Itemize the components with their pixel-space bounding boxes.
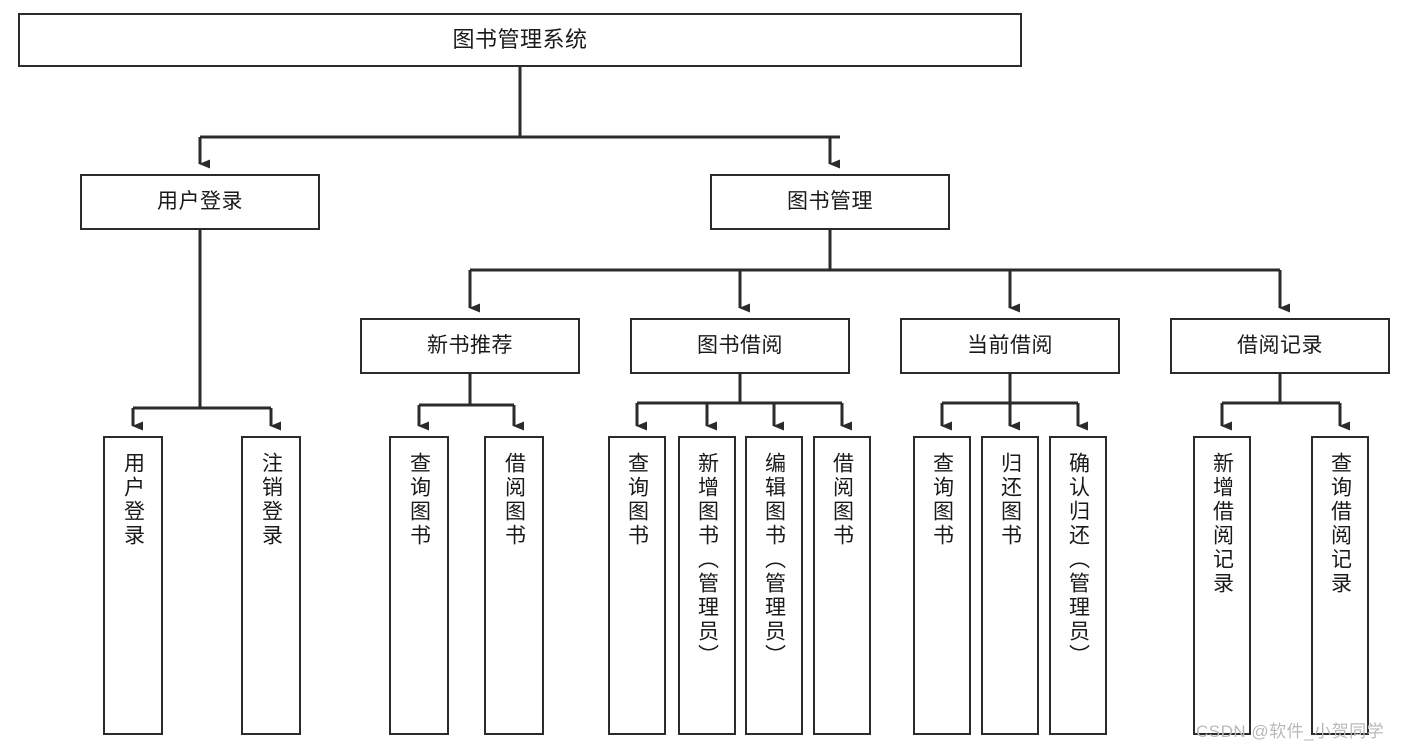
node-leaf-add-book-admin[interactable]: 新增图书（管理员） bbox=[678, 436, 736, 735]
node-user-login-label: 用户登录 bbox=[157, 189, 243, 213]
node-borrow-record[interactable]: 借阅记录 bbox=[1170, 318, 1390, 374]
node-leaf-user-logout[interactable]: 注销登录 bbox=[241, 436, 301, 735]
node-leaf-return-book-label: 归还图书 bbox=[998, 452, 1022, 548]
node-root-label: 图书管理系统 bbox=[452, 27, 588, 53]
node-leaf-user-login-label: 用户登录 bbox=[121, 452, 145, 548]
node-new-book-recommend-label: 新书推荐 bbox=[427, 333, 513, 357]
watermark: CSDN @软件_小贺同学 bbox=[1196, 722, 1385, 741]
node-book-borrow-label: 图书借阅 bbox=[697, 333, 783, 357]
node-leaf-add-borrow-record[interactable]: 新增借阅记录 bbox=[1193, 436, 1251, 735]
node-leaf-query-borrow-record[interactable]: 查询借阅记录 bbox=[1311, 436, 1369, 735]
node-leaf-query-book-2[interactable]: 查询图书 bbox=[608, 436, 666, 735]
node-leaf-edit-book-admin[interactable]: 编辑图书（管理员） bbox=[745, 436, 803, 735]
node-leaf-borrow-book-2-label: 借阅图书 bbox=[830, 452, 854, 548]
node-current-borrow[interactable]: 当前借阅 bbox=[900, 318, 1120, 374]
node-current-borrow-label: 当前借阅 bbox=[967, 333, 1053, 357]
node-new-book-recommend[interactable]: 新书推荐 bbox=[360, 318, 580, 374]
node-book-borrow[interactable]: 图书借阅 bbox=[630, 318, 850, 374]
node-leaf-return-book[interactable]: 归还图书 bbox=[981, 436, 1039, 735]
node-leaf-confirm-return-admin-label: 确认归还（管理员） bbox=[1066, 452, 1090, 668]
node-leaf-borrow-book-1-label: 借阅图书 bbox=[502, 452, 526, 548]
node-leaf-add-book-admin-label: 新增图书（管理员） bbox=[695, 452, 719, 668]
node-leaf-query-book-3-label: 查询图书 bbox=[930, 452, 954, 548]
node-leaf-user-login[interactable]: 用户登录 bbox=[103, 436, 163, 735]
node-leaf-query-book-1[interactable]: 查询图书 bbox=[389, 436, 449, 735]
node-leaf-add-borrow-record-label: 新增借阅记录 bbox=[1210, 452, 1234, 596]
node-borrow-record-label: 借阅记录 bbox=[1237, 333, 1323, 357]
node-leaf-query-book-2-label: 查询图书 bbox=[625, 452, 649, 548]
node-user-login[interactable]: 用户登录 bbox=[80, 174, 320, 230]
node-leaf-query-book-3[interactable]: 查询图书 bbox=[913, 436, 971, 735]
node-leaf-user-logout-label: 注销登录 bbox=[259, 452, 283, 548]
node-leaf-query-book-1-label: 查询图书 bbox=[407, 452, 431, 548]
node-leaf-borrow-book-2[interactable]: 借阅图书 bbox=[813, 436, 871, 735]
node-book-manage-label: 图书管理 bbox=[787, 189, 873, 213]
node-root[interactable]: 图书管理系统 bbox=[18, 13, 1022, 67]
node-leaf-query-borrow-record-label: 查询借阅记录 bbox=[1328, 452, 1352, 596]
node-leaf-confirm-return-admin[interactable]: 确认归还（管理员） bbox=[1049, 436, 1107, 735]
node-book-manage[interactable]: 图书管理 bbox=[710, 174, 950, 230]
node-leaf-edit-book-admin-label: 编辑图书（管理员） bbox=[762, 452, 786, 668]
node-leaf-borrow-book-1[interactable]: 借阅图书 bbox=[484, 436, 544, 735]
